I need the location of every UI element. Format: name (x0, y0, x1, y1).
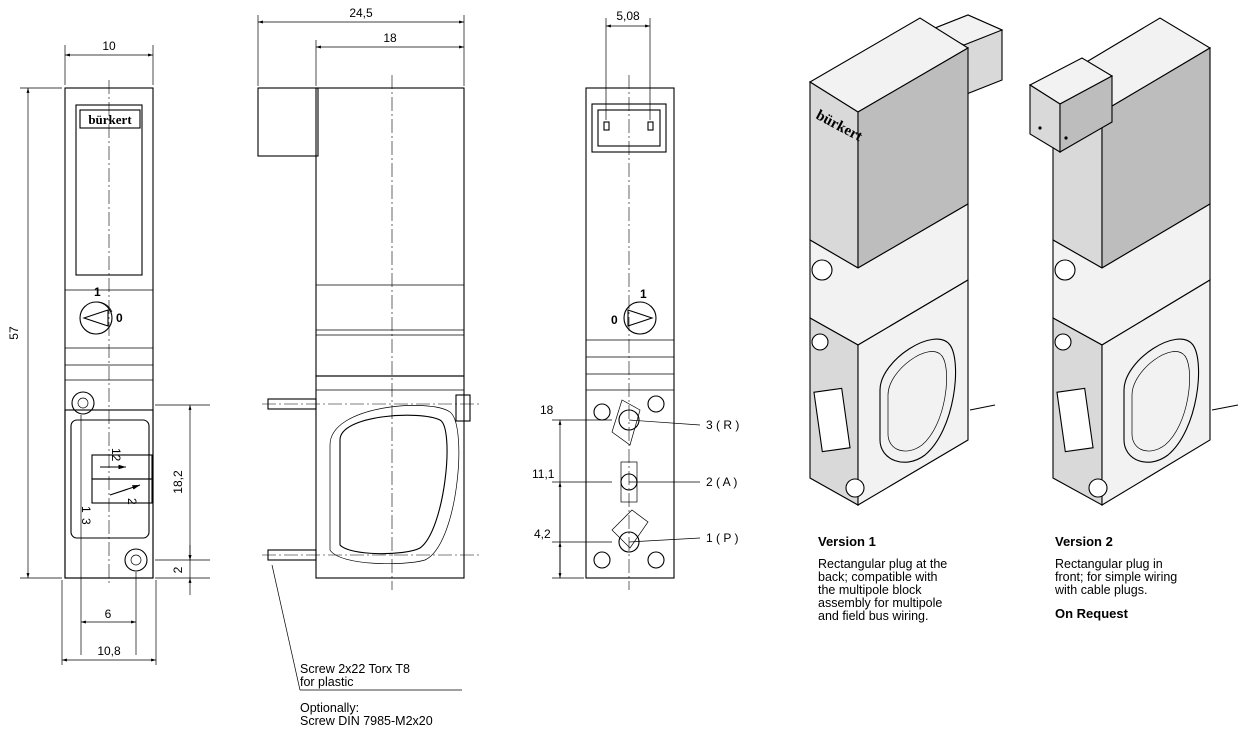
port-label-r: 3 ( R ) (706, 418, 739, 432)
dim-back-p: 4,2 (534, 527, 551, 541)
dim-back-pin-spacing: 5,08 (616, 9, 640, 23)
dim-front-width-bottom: 10,8 (97, 644, 121, 658)
back-switch-label-on: 1 (640, 287, 647, 301)
torx-screw-icon (124, 548, 148, 572)
torx-screw-icon (71, 391, 95, 415)
optional-screw-note: Optionally: Screw DIN 7985-M2x20 (300, 701, 433, 728)
dim-front-height: 57 (7, 326, 21, 340)
dim-side-width-body: 18 (383, 31, 397, 45)
brand-label-box (79, 109, 141, 129)
dim-front-bottom-offset: 2 (171, 566, 185, 573)
version1-iso-view: bürkert (808, 14, 1004, 506)
side-view: 24,5 18 (257, 6, 480, 691)
front-switch-label-on: 1 (94, 285, 101, 299)
back-view-body (585, 87, 675, 579)
version2-on-request: On Request (1055, 606, 1128, 621)
port-label-a: 2 ( A ) (706, 475, 737, 489)
side-view-base (315, 375, 465, 579)
front-switch-label-off: 0 (116, 311, 123, 325)
front-brand-label: bürkert (88, 112, 132, 127)
valve-symbol (91, 454, 153, 504)
front-symbol-label-2: 2 (125, 498, 139, 505)
version2-caption: Version 2 Rectangular plug in front; for… (1055, 535, 1251, 620)
back-switch-label-off: 0 (611, 313, 618, 327)
version1-caption: Version 1 Rectangular plug at the back; … (818, 535, 1028, 623)
front-symbol-label-12: 12 (109, 448, 123, 462)
version1-title: Version 1 (818, 534, 876, 549)
screw-note: Screw 2x22 Torx T8 for plastic (300, 662, 411, 689)
dim-side-width-total: 24,5 (349, 6, 373, 20)
front-view: bürkert 1 0 12 2 (7, 39, 210, 665)
dim-back-a: 11,1 (532, 467, 555, 481)
front-symbol-label-3: 3 (79, 518, 93, 525)
dim-front-width-top: 10 (102, 39, 116, 53)
side-view-coil (315, 87, 465, 377)
manual-override-icon (79, 301, 113, 335)
dim-front-port-spacing: 6 (105, 607, 112, 621)
dim-front-sub-height: 18,2 (171, 470, 185, 494)
manual-override-icon (623, 301, 657, 335)
side-view-plug (257, 87, 319, 157)
back-view: 1 0 5,08 18 11,1 4,2 3 ( R ) 2 ( (532, 9, 739, 590)
version2-iso-view (1028, 17, 1239, 506)
port-label-p: 1 ( P ) (706, 531, 738, 545)
version1-description: Rectangular plug at the back; compatible… (818, 557, 948, 623)
dim-back-r: 18 (540, 403, 554, 417)
version2-title: Version 2 (1055, 534, 1113, 549)
version2-description: Rectangular plug in front; for simple wi… (1055, 557, 1178, 597)
front-symbol-label-1: 1 (79, 506, 93, 513)
